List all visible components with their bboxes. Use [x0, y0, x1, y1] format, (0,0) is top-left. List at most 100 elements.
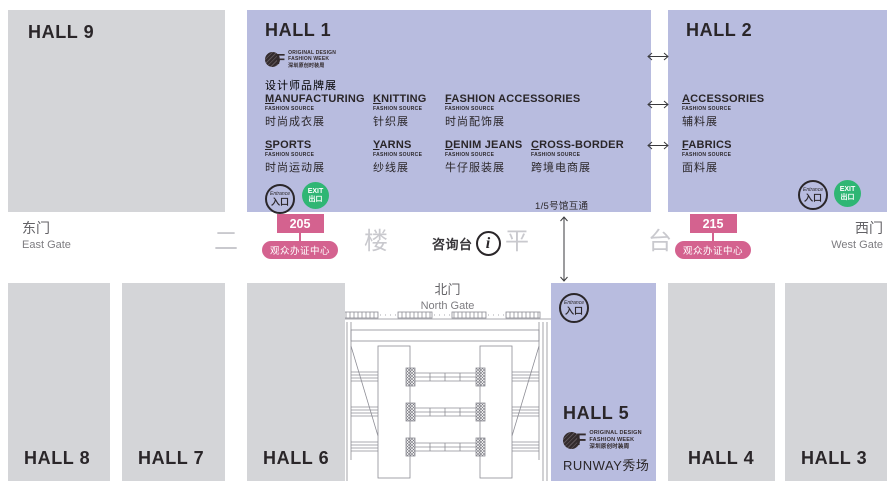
visitor-badge-center-label: 观众办证中心: [262, 241, 338, 259]
hall-5-label: HALL 5: [563, 403, 630, 423]
exhibit-brand: FASHION SOURCE: [445, 152, 495, 158]
exhibit-title: FABRICS: [682, 139, 732, 151]
exhibit-accessories: ACCESSORIES FASHION SOURCE 辅料展: [682, 94, 764, 128]
odfw-logo-line1: ORIGINAL DESIGN: [288, 50, 337, 56]
exhibit-brand: FASHION SOURCE: [682, 152, 732, 158]
hall-7-label: HALL 7: [138, 448, 205, 468]
badge-stem: [299, 233, 301, 241]
odfw-logo-line2: FASHION WEEK: [288, 56, 330, 63]
hall-8: HALL 8: [8, 283, 110, 481]
exhibit-title-cn: 纱线展: [373, 162, 409, 174]
hall-4-label: HALL 4: [688, 448, 755, 468]
hall-4: HALL 4: [668, 283, 775, 481]
hall1-hall2-link-arrow: [647, 141, 669, 150]
corridor-char-ping: 平: [505, 228, 529, 255]
hall-3-label: HALL 3: [801, 448, 868, 468]
exit-mark: EXIT 出口: [834, 180, 861, 207]
exhibit-brand: FASHION SOURCE: [682, 106, 732, 112]
odfw-logo-line3: 深圳原创时装周: [288, 62, 325, 69]
odfw-logo: F ORIGINAL DESIGN FASHION WEEK 深圳原创时装周: [563, 430, 642, 451]
hall-1: HALL 1 F ORIGINAL DESIGN FASHION WEEK 深圳…: [247, 10, 651, 214]
hall1-hall2-link-arrow: [647, 100, 669, 109]
entrance-label-en: Entrance: [269, 190, 290, 197]
entrance-label-cn: 入口: [564, 305, 583, 316]
exhibit-title: DENIM JEANS: [445, 139, 523, 151]
exhibit-title: MANUFACTURING: [265, 93, 365, 105]
entrance-mark: Entrance 入口: [798, 180, 828, 210]
north-gate-cn: 北门: [434, 282, 461, 297]
badge-registration-east: 205 观众办证中心: [262, 214, 338, 259]
designer-brands-label: 设计师品牌展: [265, 80, 337, 92]
exhibit-title-cn: 辅料展: [682, 116, 718, 128]
exhibit-brand: FASHION SOURCE: [265, 106, 315, 112]
interlink-label: 1/5号馆互通: [535, 201, 589, 212]
hall-1-label: HALL 1: [265, 20, 332, 40]
exhibit-title-cn: 针织展: [373, 116, 409, 128]
odfw-logo-f: F: [576, 430, 587, 450]
exit-mark: EXIT 出口: [302, 182, 329, 209]
east-gate-cn: 东门: [22, 220, 50, 236]
exhibit-sports: SPORTS FASHION SOURCE 时尚运动展: [265, 140, 325, 174]
exhibit-brand: FASHION SOURCE: [531, 152, 581, 158]
exhibit-fabrics: FABRICS FASHION SOURCE 面料展: [682, 140, 732, 174]
exhibit-brand: FASHION SOURCE: [373, 152, 423, 158]
hall1-hall5-link-arrow: [560, 216, 568, 282]
visitor-badge-center-label: 观众办证中心: [675, 241, 751, 259]
exhibit-title-cn: 面料展: [682, 162, 718, 174]
odfw-logo-text: ORIGINAL DESIGN FASHION WEEK 深圳原创时装周: [589, 430, 641, 451]
exit-label-en: EXIT: [839, 186, 856, 193]
room-number-badge: 215: [689, 214, 737, 233]
exhibit-brand: FASHION SOURCE: [445, 106, 495, 112]
exit-label-cn: 出口: [308, 196, 323, 203]
odfw-logo-line1: ORIGINAL DESIGN: [589, 430, 642, 436]
atrium-architecture-drawing: [342, 311, 552, 481]
exhibit-title: KNITTING: [373, 93, 427, 105]
odfw-logo-icon: [563, 431, 580, 449]
west-gate-en: West Gate: [831, 239, 883, 251]
hall-3: HALL 3: [785, 283, 887, 481]
hall-6-label: HALL 6: [263, 448, 330, 468]
exhibit-title: CROSS-BORDER: [531, 139, 624, 151]
odfw-logo-f: F: [276, 50, 286, 68]
exhibit-manufacturing: MANUFACTURING FASHION SOURCE 时尚成衣展: [265, 94, 365, 128]
exhibit-title: FASHION ACCESSORIES: [445, 93, 581, 105]
hall1-hall2-link-arrow: [647, 52, 669, 61]
entrance-label-en: Entrance: [563, 299, 584, 306]
exhibit-knitting: KNITTING FASHION SOURCE 针织展: [373, 94, 427, 128]
entrance-label-cn: 入口: [270, 196, 289, 207]
odfw-logo-line2: FASHION WEEK: [589, 436, 635, 443]
exhibit-denim-jeans: DENIM JEANS FASHION SOURCE 牛仔服装展: [445, 140, 522, 174]
exhibit-brand: FASHION SOURCE: [265, 152, 315, 158]
west-gate-label: 西门 West Gate: [831, 221, 883, 251]
runway-label: RUNWAY秀场: [563, 458, 650, 473]
exit-label-en: EXIT: [307, 188, 324, 195]
odfw-logo-icon: [265, 51, 280, 67]
hall-9-label: HALL 9: [28, 22, 95, 42]
hall-5: Entrance 入口 HALL 5 F ORIGINAL DESIGN FAS…: [551, 283, 656, 481]
exhibit-title-cn: 牛仔服装展: [445, 162, 505, 174]
odfw-logo: F ORIGINAL DESIGN FASHION WEEK 深圳原创时装周: [265, 50, 336, 69]
east-gate-en: East Gate: [22, 239, 71, 251]
hall-7: HALL 7: [122, 283, 225, 481]
north-gate-en: North Gate: [420, 300, 475, 312]
entrance-mark: Entrance 入口: [265, 184, 295, 214]
east-gate-label: 东门 East Gate: [22, 221, 71, 251]
room-number-badge: 205: [276, 214, 324, 233]
exhibit-yarns: YARNS FASHION SOURCE 纱线展: [373, 140, 422, 174]
hall-9: HALL 9: [8, 10, 225, 212]
exhibit-brand: FASHION SOURCE: [373, 106, 423, 112]
info-icon: i: [475, 231, 501, 256]
odfw-logo-line3: 深圳原创时装周: [589, 443, 630, 450]
badge-stem: [712, 233, 714, 241]
entrance-label-cn: 入口: [803, 192, 822, 203]
info-desk: 咨询台 i: [432, 231, 501, 256]
exhibit-title: ACCESSORIES: [682, 93, 765, 105]
exit-label-cn: 出口: [840, 194, 855, 201]
hall-2-label: HALL 2: [686, 20, 753, 40]
entrance-mark: Entrance 入口: [559, 293, 589, 323]
exhibit-title: SPORTS: [265, 139, 312, 151]
hall-6: HALL 6: [247, 283, 345, 481]
exhibit-title-cn: 时尚成衣展: [265, 116, 325, 128]
exhibit-cross-border: CROSS-BORDER FASHION SOURCE 跨境电商展: [531, 140, 624, 174]
